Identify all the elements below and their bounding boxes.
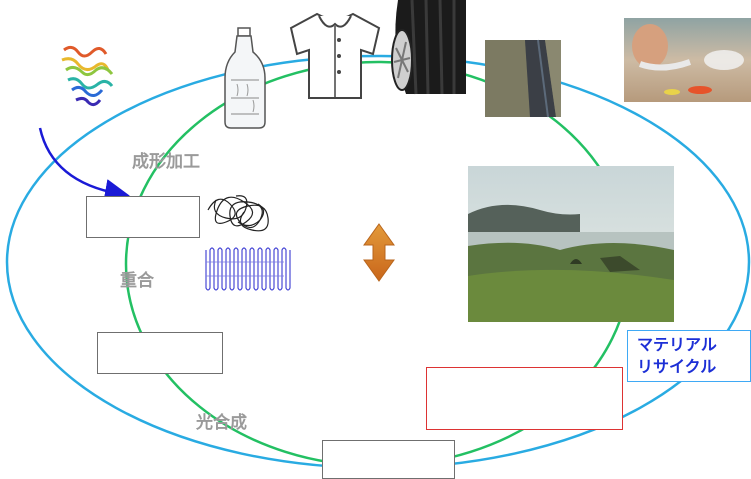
material-recycle-label: マテリアル リサイクル bbox=[627, 330, 751, 382]
plastic-bottle-icon bbox=[224, 27, 266, 129]
water-channel-photo bbox=[485, 39, 561, 118]
label-photosynthesis: 光合成 bbox=[196, 413, 247, 433]
folded-chain-crystal-icon bbox=[205, 247, 291, 291]
input-arrow bbox=[38, 127, 130, 204]
material-recycle-line1: マテリアル bbox=[637, 335, 717, 354]
blank-box-mid-left bbox=[97, 332, 223, 374]
tire-icon bbox=[391, 0, 466, 95]
double-arrow-icon bbox=[363, 223, 395, 282]
shirt-icon bbox=[289, 12, 381, 99]
blank-box-top-left bbox=[86, 196, 200, 238]
protein-structure-icon bbox=[61, 45, 114, 107]
label-molding: 成形加工 bbox=[132, 152, 200, 172]
material-recycle-line2: リサイクル bbox=[637, 357, 717, 376]
label-polymerization: 重合 bbox=[120, 271, 154, 291]
coastal-landscape-photo bbox=[468, 166, 674, 322]
blank-box-red bbox=[426, 367, 623, 430]
blank-box-bottom bbox=[322, 440, 455, 479]
random-coil-polymer-icon bbox=[207, 195, 269, 232]
beach-cleanup-photo bbox=[624, 18, 751, 102]
